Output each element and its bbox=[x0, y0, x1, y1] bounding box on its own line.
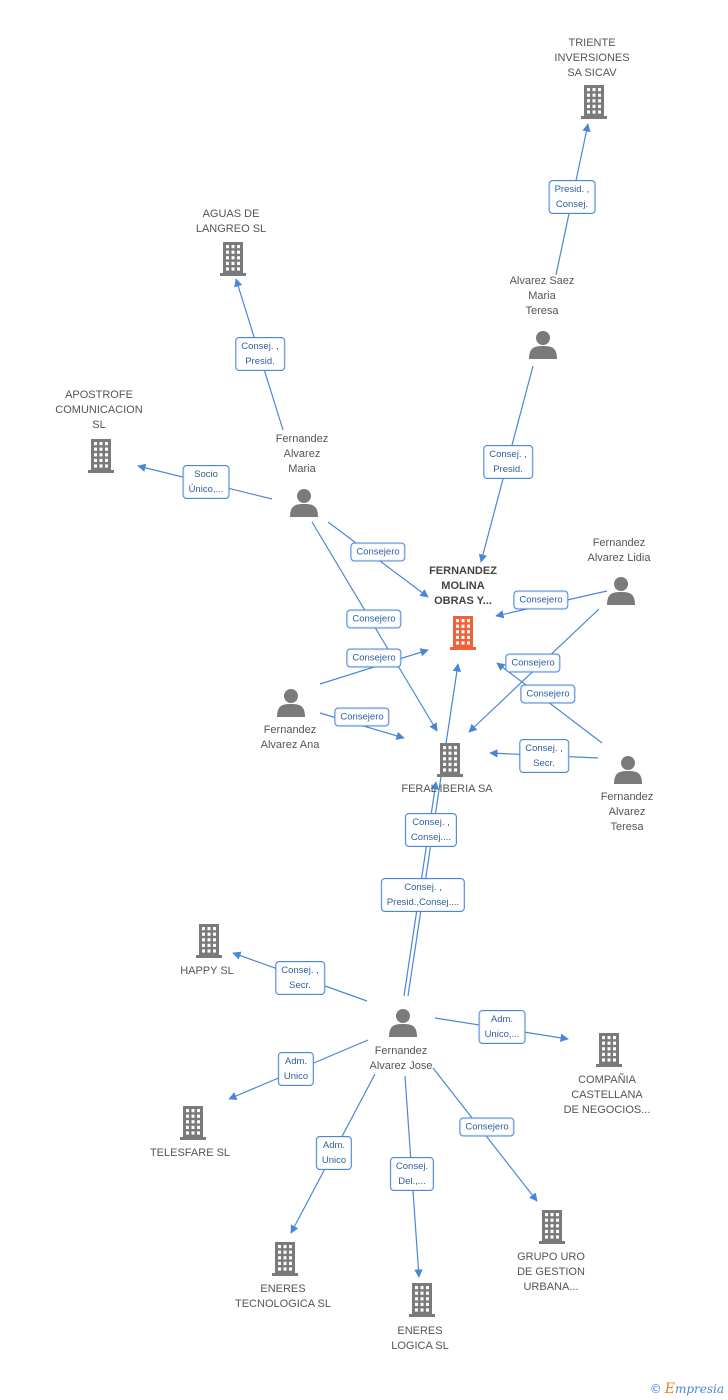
edge-label-ana-to-main[interactable]: Consejero bbox=[346, 648, 402, 668]
company-building-icon-aguas[interactable] bbox=[220, 242, 246, 276]
edge-label-maria-to-main[interactable]: Consejero bbox=[350, 542, 406, 562]
company-building-icon-apostrofe[interactable] bbox=[88, 439, 114, 473]
node-label-saez[interactable]: Alvarez Saez Maria Teresa bbox=[509, 275, 575, 317]
node-label-happy[interactable]: HAPPY SL bbox=[180, 965, 234, 977]
company-building-icon-telesfare[interactable] bbox=[180, 1106, 206, 1140]
person-icon-teresa[interactable] bbox=[614, 756, 642, 784]
node-icons bbox=[88, 85, 642, 1317]
node-label-grupo_uro[interactable]: GRUPO URO DE GESTION URBANA... bbox=[517, 1251, 585, 1293]
node-label-ana[interactable]: Fernandez Alvarez Ana bbox=[260, 724, 320, 751]
brand-initial: E bbox=[664, 1381, 675, 1397]
edge-label-jose-to-feral[interactable]: Consej. , Consej.... bbox=[404, 813, 458, 847]
main-company-building-icon-main[interactable] bbox=[450, 616, 476, 650]
node-label-eneres_tec[interactable]: ENERES TECNOLOGICA SL bbox=[235, 1283, 331, 1310]
node-label-aguas[interactable]: AGUAS DE LANGREO SL bbox=[195, 208, 267, 235]
person-icon-saez[interactable] bbox=[529, 331, 557, 359]
edge-label-jose-to-main[interactable]: Consej. , Presid.,Consej.... bbox=[380, 878, 466, 912]
person-icon-lidia[interactable] bbox=[607, 577, 635, 605]
edge-label-jose-to-telesfare[interactable]: Adm. Unico bbox=[277, 1052, 315, 1086]
edge-label-lidia-to-feral[interactable]: Consejero bbox=[505, 653, 561, 673]
edge-label-jose-to-happy[interactable]: Consej. , Secr. bbox=[275, 961, 325, 995]
company-building-icon-compania[interactable] bbox=[596, 1033, 622, 1067]
node-label-triente[interactable]: TRIENTE INVERSIONES SA SICAV bbox=[554, 37, 630, 79]
company-building-icon-eneres_log[interactable] bbox=[409, 1283, 435, 1317]
edge-label-saez-to-triente[interactable]: Presid. , Consej. bbox=[548, 180, 596, 214]
edge-label-jose-to-grupo_uro[interactable]: Consejero bbox=[459, 1117, 515, 1137]
edge-label-maria-to-aguas[interactable]: Consej. , Presid. bbox=[235, 337, 285, 371]
brand-name: mpresia bbox=[674, 1382, 724, 1396]
edge-label-ana-to-feral[interactable]: Consejero bbox=[334, 707, 390, 727]
company-building-icon-grupo_uro[interactable] bbox=[539, 1210, 565, 1244]
node-label-feral[interactable]: FERAL IBERIA SA bbox=[401, 783, 493, 795]
node-label-compania[interactable]: COMPAÑIA CASTELLANA DE NEGOCIOS... bbox=[563, 1074, 651, 1116]
company-building-icon-happy[interactable] bbox=[196, 924, 222, 958]
company-building-icon-triente[interactable] bbox=[581, 85, 607, 119]
edge-label-jose-to-eneres_tec[interactable]: Adm. Unico bbox=[315, 1136, 353, 1170]
edge-label-maria-to-feral[interactable]: Consejero bbox=[346, 609, 402, 629]
node-label-main[interactable]: FERNANDEZ MOLINA OBRAS Y... bbox=[429, 565, 497, 607]
empresia-footer[interactable]: ©Empresia bbox=[650, 1381, 724, 1397]
person-icon-ana[interactable] bbox=[277, 689, 305, 717]
node-label-eneres_log[interactable]: ENERES LOGICA SL bbox=[391, 1325, 449, 1352]
edge-label-lidia-to-main[interactable]: Consejero bbox=[513, 590, 569, 610]
person-icon-maria[interactable] bbox=[290, 489, 318, 517]
edge-label-teresa-to-main[interactable]: Consejero bbox=[520, 684, 576, 704]
edge-label-maria-to-apostrofe[interactable]: Socio Único,... bbox=[182, 465, 230, 499]
node-label-lidia[interactable]: Fernandez Alvarez Lidia bbox=[587, 537, 651, 564]
person-icon-jose[interactable] bbox=[389, 1009, 417, 1037]
copyright-symbol: © bbox=[649, 1382, 662, 1396]
edge-label-jose-to-compania[interactable]: Adm. Unico,... bbox=[478, 1010, 526, 1044]
node-label-jose[interactable]: Fernandez Alvarez Jose bbox=[369, 1045, 433, 1072]
edge-label-jose-to-eneres_log[interactable]: Consej. Del.,... bbox=[389, 1157, 435, 1191]
node-label-telesfare[interactable]: TELESFARE SL bbox=[149, 1147, 231, 1159]
node-label-teresa[interactable]: Fernandez Alvarez Teresa bbox=[600, 791, 654, 833]
node-label-maria[interactable]: Fernandez Alvarez Maria bbox=[275, 433, 329, 475]
edge-label-saez-to-main[interactable]: Consej. , Presid. bbox=[483, 445, 533, 479]
node-label-apostrofe[interactable]: APOSTROFE COMUNICACION SL bbox=[55, 389, 143, 431]
company-building-icon-feral[interactable] bbox=[437, 743, 463, 777]
edge-label-teresa-to-feral[interactable]: Consej. , Secr. bbox=[519, 739, 569, 773]
company-building-icon-eneres_tec[interactable] bbox=[272, 1242, 298, 1276]
